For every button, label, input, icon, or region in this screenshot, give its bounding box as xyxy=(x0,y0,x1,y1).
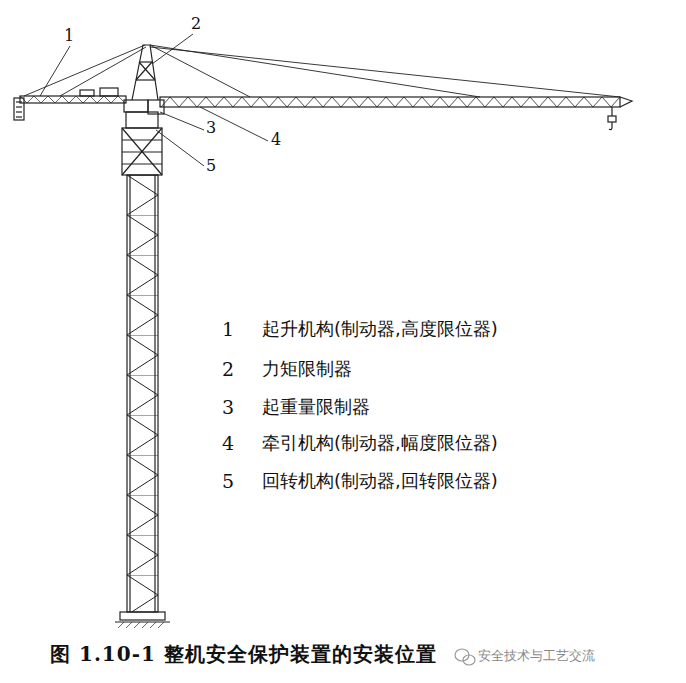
legend-text: 牵引机构(制动器,幅度限位器) xyxy=(262,432,498,454)
legend-number: 1 xyxy=(222,318,234,341)
figure-caption: 图 1.10-1 整机安全保护装置的安装位置 xyxy=(50,642,437,666)
legend-number: 4 xyxy=(222,432,234,455)
watermark: 安全技术与工艺交流 xyxy=(478,648,595,664)
legend-number: 3 xyxy=(222,396,234,419)
legend-text: 力矩限制器 xyxy=(262,358,352,380)
callout-number: 1 xyxy=(64,26,74,45)
watermark-icon xyxy=(455,649,475,665)
legend-text: 回转机构(制动器,回转限位器) xyxy=(262,470,498,492)
legend-number: 2 xyxy=(222,358,234,381)
callout-number: 5 xyxy=(206,156,216,175)
legend-number: 5 xyxy=(222,470,234,493)
legend-text: 起升机构(制动器,高度限位器) xyxy=(262,318,498,340)
callout-number: 4 xyxy=(271,130,281,149)
legend-text: 起重量限制器 xyxy=(262,396,370,418)
callout-number: 2 xyxy=(191,14,201,33)
callout-number: 3 xyxy=(206,118,216,137)
